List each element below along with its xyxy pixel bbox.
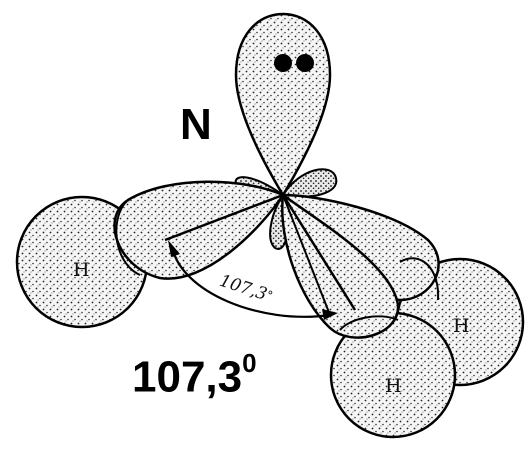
bond-orbital-left <box>115 182 283 279</box>
hydrogen-label-right: H <box>453 315 470 337</box>
lone-pair-electron-1 <box>274 54 292 72</box>
lone-pair-electron-2 <box>296 54 314 72</box>
bond-angle-caption-degree: 0 <box>242 348 256 378</box>
bond-angle-caption: 107,30 <box>132 352 257 403</box>
bond-angle-caption-value: 107,3 <box>132 353 242 402</box>
hydrogen-label-left: H <box>73 259 90 281</box>
nitrogen-label: N <box>180 100 212 150</box>
hydrogen-label-bottom: H <box>385 375 402 397</box>
lone-pair-orbital <box>236 14 330 195</box>
